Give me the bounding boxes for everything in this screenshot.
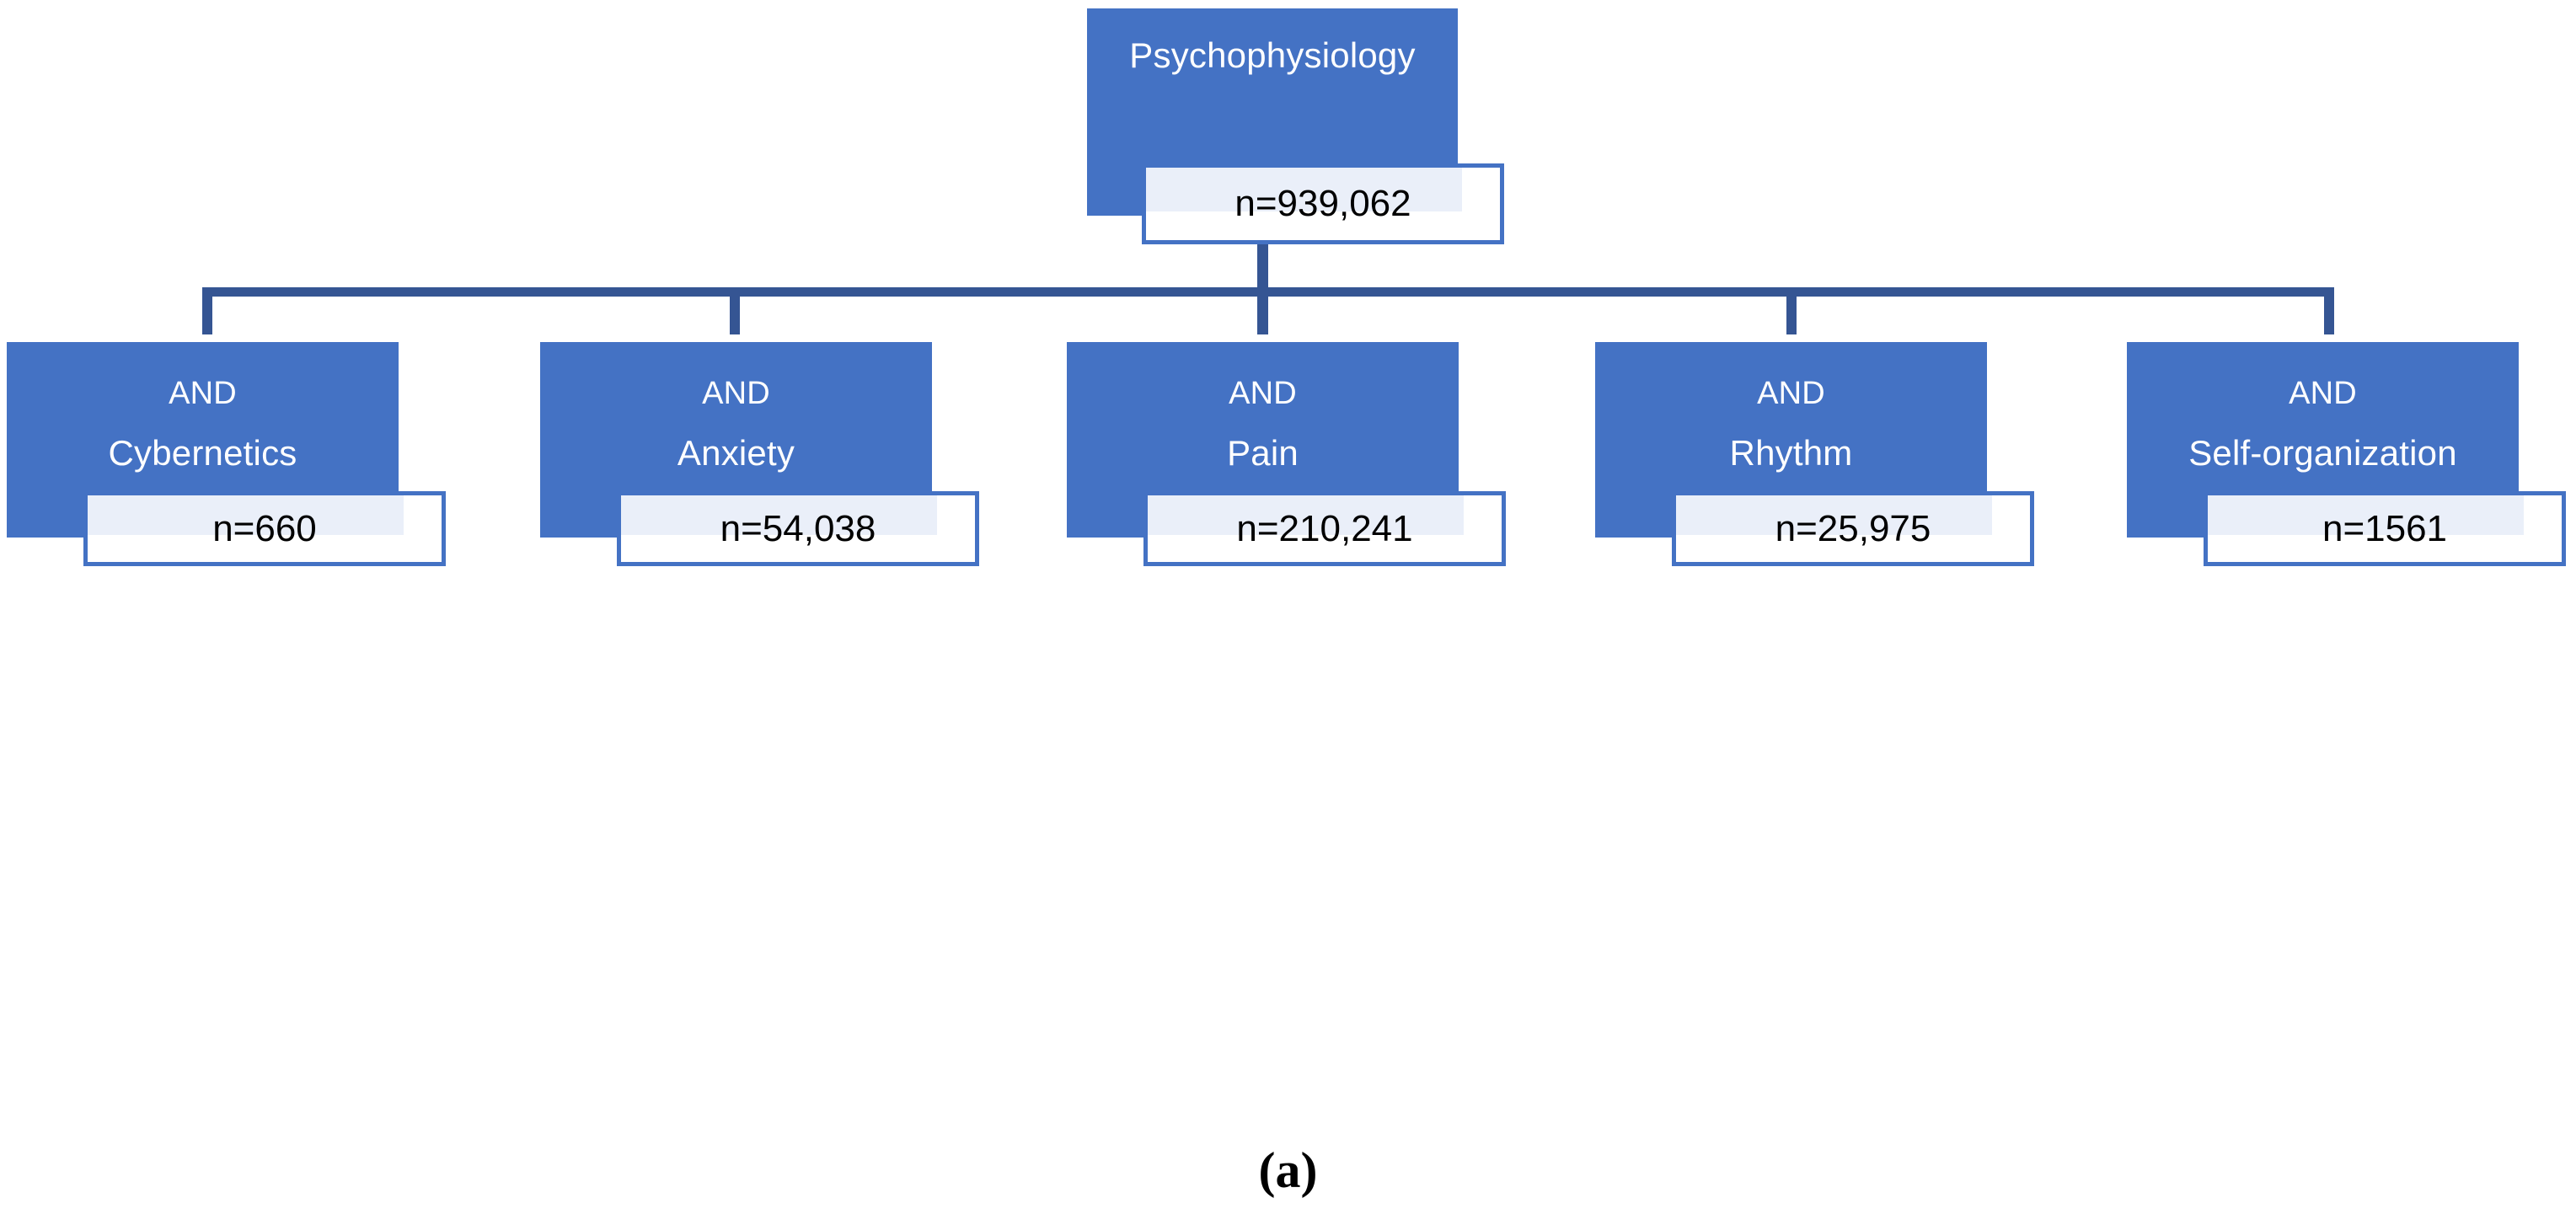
node-child-3-count: n=210,241 [1236, 507, 1413, 549]
value-band [1676, 495, 1992, 536]
value-band [88, 495, 404, 536]
node-child-4-label: Rhythm [1729, 432, 1853, 473]
connector-drop-1 [202, 297, 212, 334]
node-child-4-count-box[interactable]: n=25,975 [1672, 491, 2034, 566]
value-band [621, 495, 937, 536]
node-root-count-box[interactable]: n=939,062 [1142, 163, 1504, 244]
node-child-3-count-box[interactable]: n=210,241 [1143, 491, 1506, 566]
node-child-1-count: n=660 [212, 507, 317, 549]
node-child-5-count-box[interactable]: n=1561 [2204, 491, 2566, 566]
figure-caption: (a) [1258, 1142, 1318, 1198]
node-root-label: Psychophysiology [1129, 35, 1416, 75]
node-child-1-label: Cybernetics [108, 432, 297, 473]
node-child-4-count: n=25,975 [1775, 507, 1931, 549]
node-child-1-count-box[interactable]: n=660 [83, 491, 446, 566]
node-child-2-operator: AND [702, 376, 770, 411]
node-child-5-count: n=1561 [2322, 507, 2448, 549]
connector-drop-3 [1257, 297, 1268, 334]
value-band [1148, 495, 1464, 536]
node-child-1-operator: AND [169, 376, 237, 411]
node-child-5-operator: AND [2289, 376, 2357, 411]
node-child-2-count-box[interactable]: n=54,038 [617, 491, 979, 566]
node-child-5-label: Self-organization [2188, 432, 2457, 473]
node-child-2-label: Anxiety [677, 432, 795, 473]
value-band [2208, 495, 2524, 536]
connector-drop-2 [730, 297, 740, 334]
node-root-count: n=939,062 [1234, 183, 1411, 224]
node-child-4-operator: AND [1757, 376, 1825, 411]
value-band [1146, 168, 1462, 211]
connector-drop-5 [2324, 297, 2334, 334]
connector-horizontal-bar [202, 287, 2334, 297]
node-child-3-label: Pain [1227, 432, 1299, 473]
node-child-3-operator: AND [1229, 376, 1297, 411]
node-child-2-count: n=54,038 [720, 507, 876, 549]
connector-drop-4 [1786, 297, 1797, 334]
